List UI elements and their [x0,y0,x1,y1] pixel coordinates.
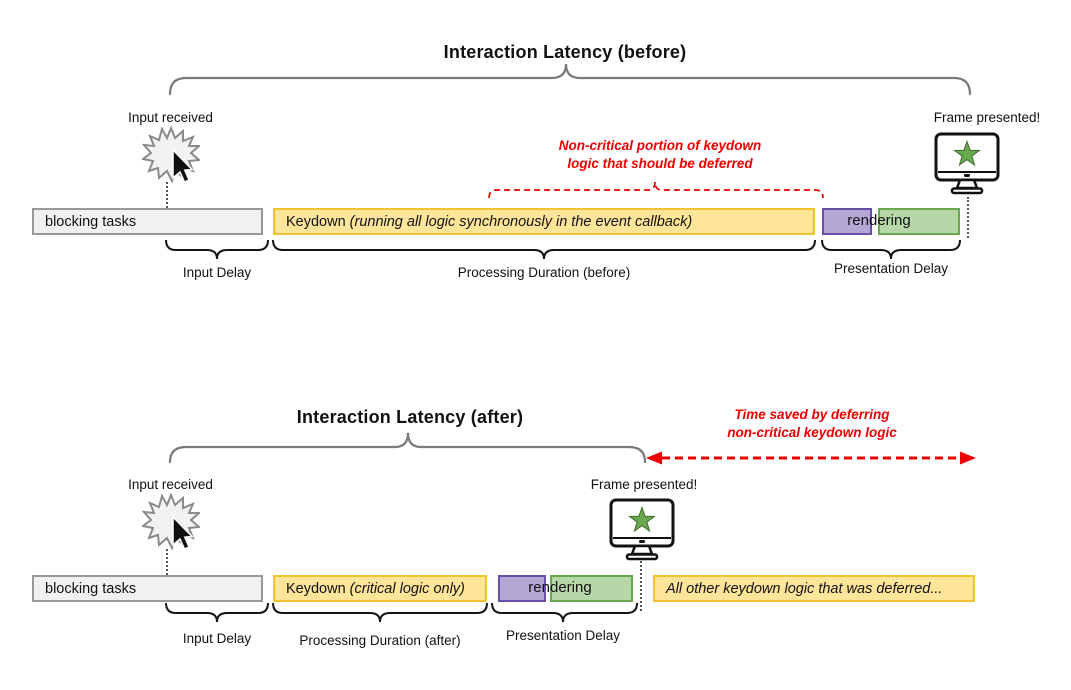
before-deferred-annotation-line1: Non-critical portion of keydown [558,138,762,153]
after-input-burst-icon [142,493,200,551]
after-time-saved-line1: Time saved by deferring [734,407,890,422]
cursor-icon [172,515,194,550]
after-frame-dotted-line [640,561,642,611]
before-input-dotted-line [166,182,168,208]
after-blocking-tasks-text: blocking tasks [45,580,137,597]
after-input-delay-brace [165,602,269,623]
star-icon [628,505,656,533]
after-deferred-text: All other keydown logic that was deferre… [666,580,943,597]
after-keydown-text: Keydown [286,580,346,597]
before-input-delay-label: Input Delay [182,265,252,280]
cursor-icon [172,148,194,183]
before-rendering-label: rendering [847,212,911,229]
after-keydown-detail-text: (critical logic only) [349,580,465,597]
before-deferred-annotation: Non-critical portion of keydown logic th… [490,137,830,173]
after-presentation-brace [491,602,638,623]
after-processing-brace [272,602,488,623]
after-input-delay-label: Input Delay [182,631,252,646]
after-input-dotted-line [166,549,168,575]
after-time-saved-line2: non-critical keydown logic [727,425,897,440]
before-latency-brace [168,63,972,96]
before-render-bar [822,208,872,235]
after-latency-brace [168,432,647,464]
before-presentation-brace [821,239,961,260]
after-blocking-tasks-bar: blocking tasks [32,575,263,602]
before-deferred-annotation-line2: logic that should be deferred [567,156,753,171]
before-title: Interaction Latency (before) [443,42,687,62]
before-processing-brace [272,239,816,260]
before-deferred-brace [488,181,824,199]
before-frame-presented-label: Frame presented! [933,110,1041,125]
after-time-saved-annotation: Time saved by deferring non-critical key… [652,406,972,442]
before-input-delay-brace [165,239,269,260]
before-monitor-icon [934,132,1000,195]
after-render-bar [498,575,546,602]
after-processing-label: Processing Duration (after) [299,633,461,648]
before-input-received-label: Input received [128,110,213,125]
before-paint-bar [878,208,960,235]
before-frame-dotted-line [967,197,969,238]
after-title: Interaction Latency (after) [296,407,524,427]
after-monitor-icon [609,498,675,561]
after-deferred-bar: All other keydown logic that was deferre… [653,575,975,602]
star-icon [953,139,981,167]
after-time-saved-arrow [646,451,976,465]
before-presentation-label: Presentation Delay [833,261,949,276]
after-frame-presented-label: Frame presented! [590,477,698,492]
before-keydown-text: Keydown [286,213,346,230]
after-paint-bar [550,575,633,602]
after-input-received-label: Input received [128,477,213,492]
before-blocking-tasks-bar: blocking tasks [32,208,263,235]
after-span-braces [165,602,638,623]
after-keydown-bar: Keydown (critical logic only) [273,575,487,602]
after-rendering-label: rendering [528,579,592,596]
before-input-burst-icon [142,126,200,184]
before-keydown-bar: Keydown (running all logic synchronously… [273,208,815,235]
before-blocking-tasks-text: blocking tasks [45,213,137,230]
before-processing-label: Processing Duration (before) [457,265,631,280]
after-presentation-label: Presentation Delay [505,628,621,643]
before-span-braces [165,239,961,260]
before-keydown-detail-text: (running all logic synchronously in the … [349,213,693,230]
